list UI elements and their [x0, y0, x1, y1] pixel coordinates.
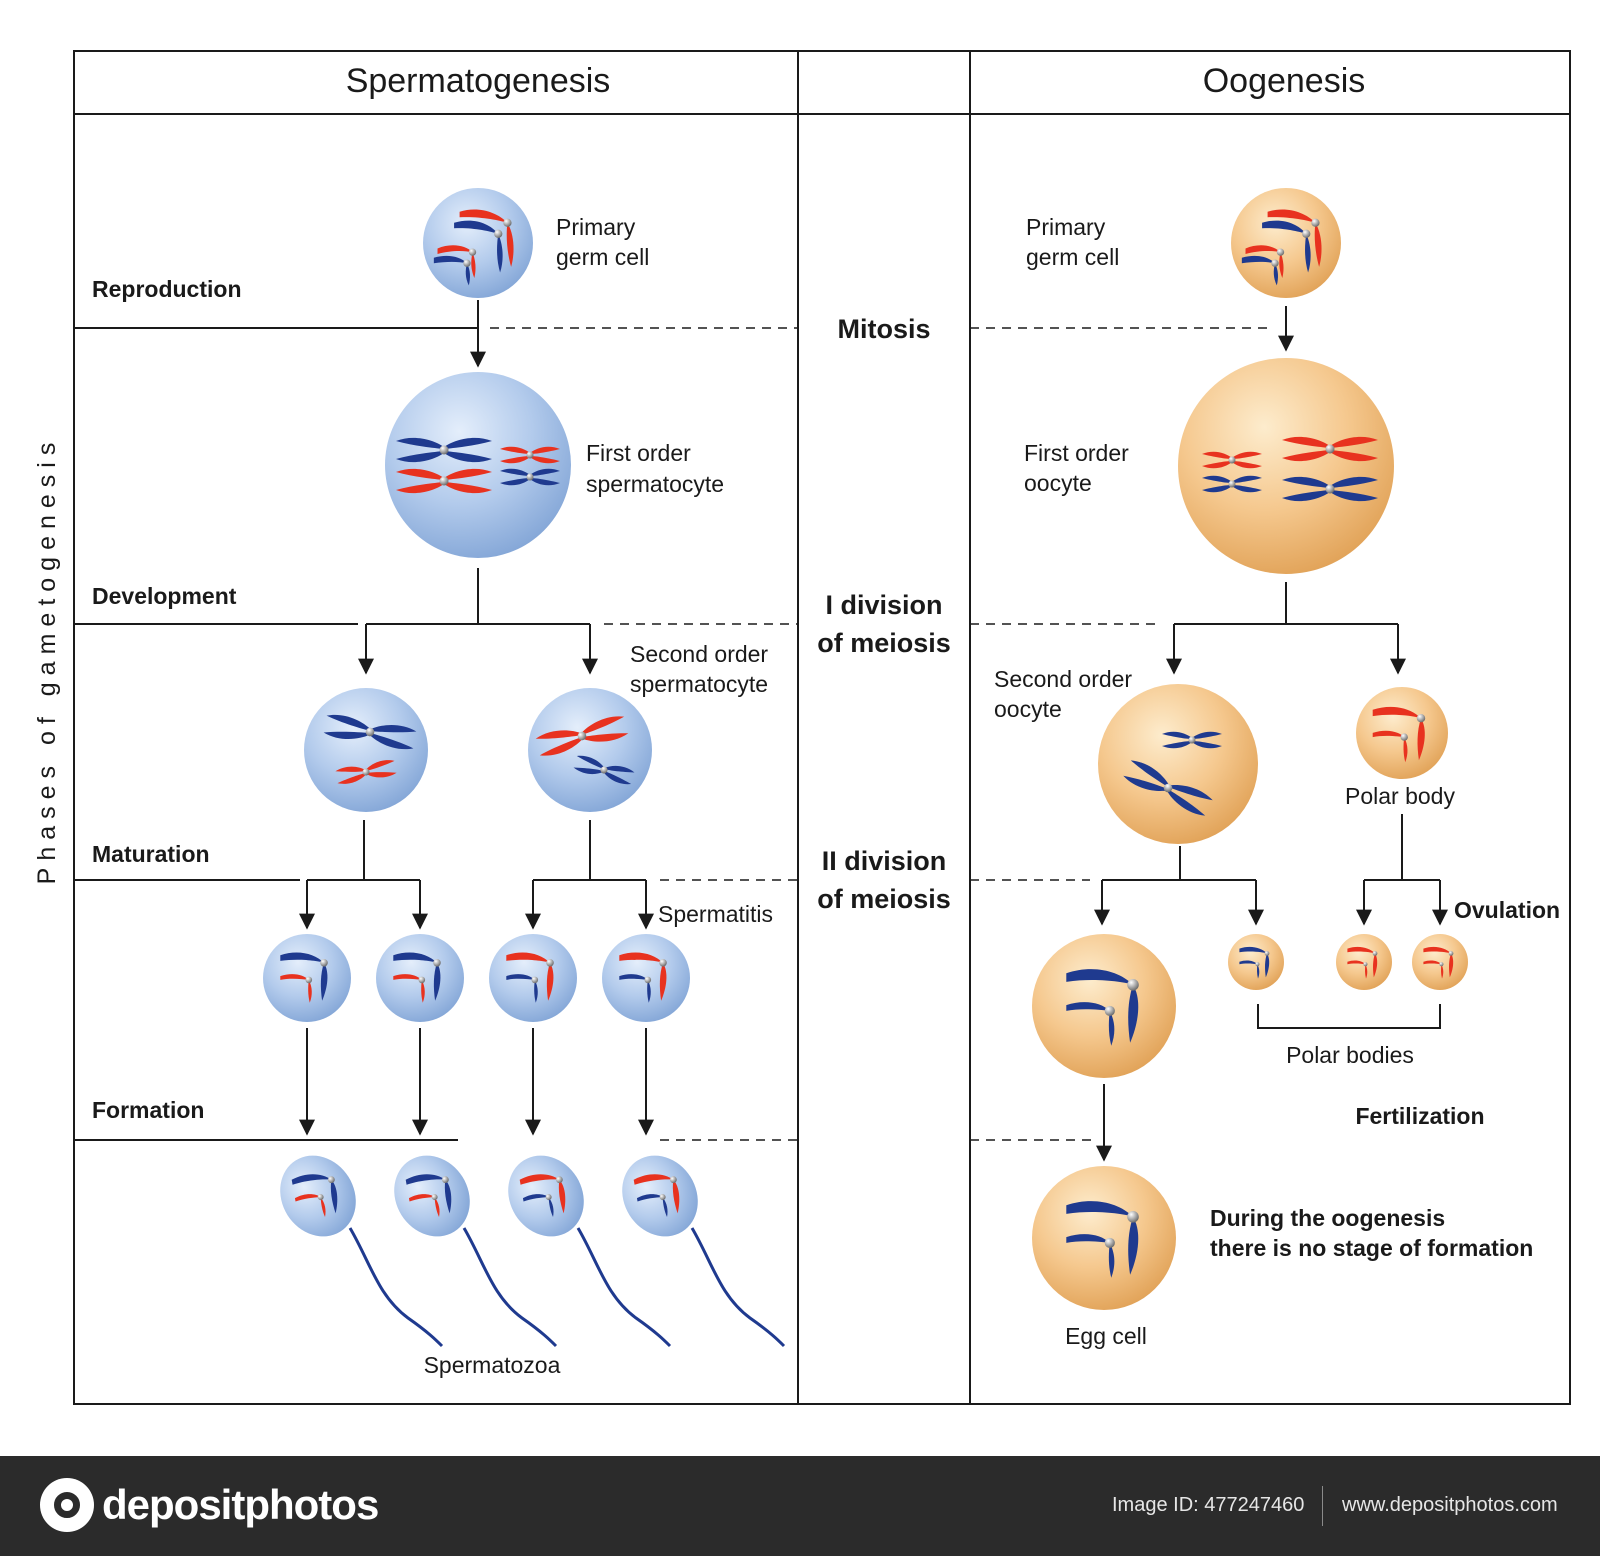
header-oogenesis: Oogenesis: [1203, 62, 1366, 100]
sperm-spermatid-4: [602, 934, 690, 1022]
label-mitosis: Mitosis: [837, 314, 930, 344]
oo-note-line-2: there is no stage of formation: [1210, 1235, 1533, 1261]
sperm-first-order-label-2: spermatocyte: [586, 471, 724, 497]
label-meiosis-2-line1: II division: [822, 846, 947, 876]
oo-ovulation-label: Ovulation: [1454, 897, 1560, 923]
oo-primary-label-1: Primary: [1026, 214, 1106, 240]
oo-egg-cell-label: Egg cell: [1065, 1323, 1147, 1349]
sperm-spermatozoon-2: [394, 1155, 558, 1348]
oo-polar-bodies-bracket: [1257, 1004, 1441, 1029]
sperm-spermatozoon-1: [280, 1155, 444, 1348]
label-meiosis-1-line2: of meiosis: [817, 628, 951, 658]
table-frame: [73, 50, 1571, 1405]
oo-second-order-label-1: Second order: [994, 666, 1132, 692]
phase-maturation: Maturation: [92, 841, 210, 867]
oo-polar-body-4: [1412, 934, 1468, 990]
sperm-first-order-spermatocyte: [385, 372, 571, 558]
oo-split-meiosis-1: [1166, 582, 1406, 675]
label-meiosis-2-line2: of meiosis: [817, 884, 951, 914]
oo-polar-bodies-label: Polar bodies: [1286, 1042, 1414, 1068]
sperm-second-order-cell-left: [304, 688, 428, 812]
sperm-formation-arrows: [299, 1028, 654, 1136]
oo-fertilization-label: Fertilization: [1355, 1103, 1484, 1129]
sperm-first-order-label-1: First order: [586, 440, 691, 466]
sperm-second-order-label-1: Second order: [630, 641, 768, 667]
oo-first-order-oocyte: [1178, 358, 1394, 574]
footer-separator: [1322, 1486, 1323, 1526]
oo-polar-body-2: [1228, 934, 1284, 990]
oo-polar-body-first: [1356, 687, 1448, 779]
sperm-spermatozoa-label: Spermatozoa: [424, 1352, 561, 1378]
image-id: Image ID: 477247460: [1112, 1494, 1305, 1516]
sperm-spermatozoon-3: [508, 1155, 672, 1348]
oo-first-order-label-2: oocyte: [1024, 470, 1092, 496]
phase-reproduction: Reproduction: [92, 276, 242, 302]
watermark-footer: depositphotos Image ID: 477247460 www.de…: [0, 1456, 1600, 1556]
phase-formation: Formation: [92, 1097, 204, 1123]
site-link[interactable]: www.depositphotos.com: [1342, 1494, 1558, 1516]
oo-primary-germ-cell: [1231, 188, 1341, 298]
oo-primary-label-2: germ cell: [1026, 244, 1119, 270]
sperm-second-order-label-2: spermatocyte: [630, 671, 768, 697]
sperm-primary-label-2: germ cell: [556, 244, 649, 270]
sperm-spermatitis-label: Spermatitis: [658, 901, 773, 927]
oo-polar-body-label: Polar body: [1345, 783, 1455, 809]
side-title-phases: Phases of gametogenesis: [33, 436, 61, 885]
oo-split-meiosis-2: [1094, 814, 1448, 926]
sperm-spermatid-1: [263, 934, 351, 1022]
phase-development: Development: [92, 583, 237, 609]
oo-second-order-oocyte: [1098, 684, 1258, 844]
oo-note-line-1: During the oogenesis: [1210, 1205, 1445, 1231]
camera-icon: [40, 1478, 94, 1532]
sperm-primary-label-1: Primary: [556, 214, 636, 240]
header-spermatogenesis: Spermatogenesis: [346, 62, 611, 100]
label-meiosis-1-line1: I division: [825, 590, 942, 620]
oo-first-order-label-1: First order: [1024, 440, 1129, 466]
sperm-spermatid-2: [376, 934, 464, 1022]
sperm-split-meiosis-1: [358, 568, 598, 675]
sperm-spermatozoon-4: [622, 1155, 786, 1348]
oo-polar-body-3: [1336, 934, 1392, 990]
oo-ootid: [1032, 934, 1176, 1078]
oo-egg-cell: [1032, 1166, 1176, 1310]
sperm-spermatid-3: [489, 934, 577, 1022]
gametogenesis-diagram: Spermatogenesis Oogenesis Phases of game…: [33, 50, 1571, 1405]
sperm-primary-germ-cell: [423, 188, 533, 298]
sperm-split-meiosis-2: [299, 820, 654, 930]
sperm-second-order-cell-right: [528, 688, 652, 812]
oo-second-order-label-2: oocyte: [994, 696, 1062, 722]
brand-logo[interactable]: depositphotos: [40, 1478, 379, 1532]
brand-name: depositphotos: [102, 1481, 379, 1528]
dashed-boundaries: [490, 327, 1270, 1141]
